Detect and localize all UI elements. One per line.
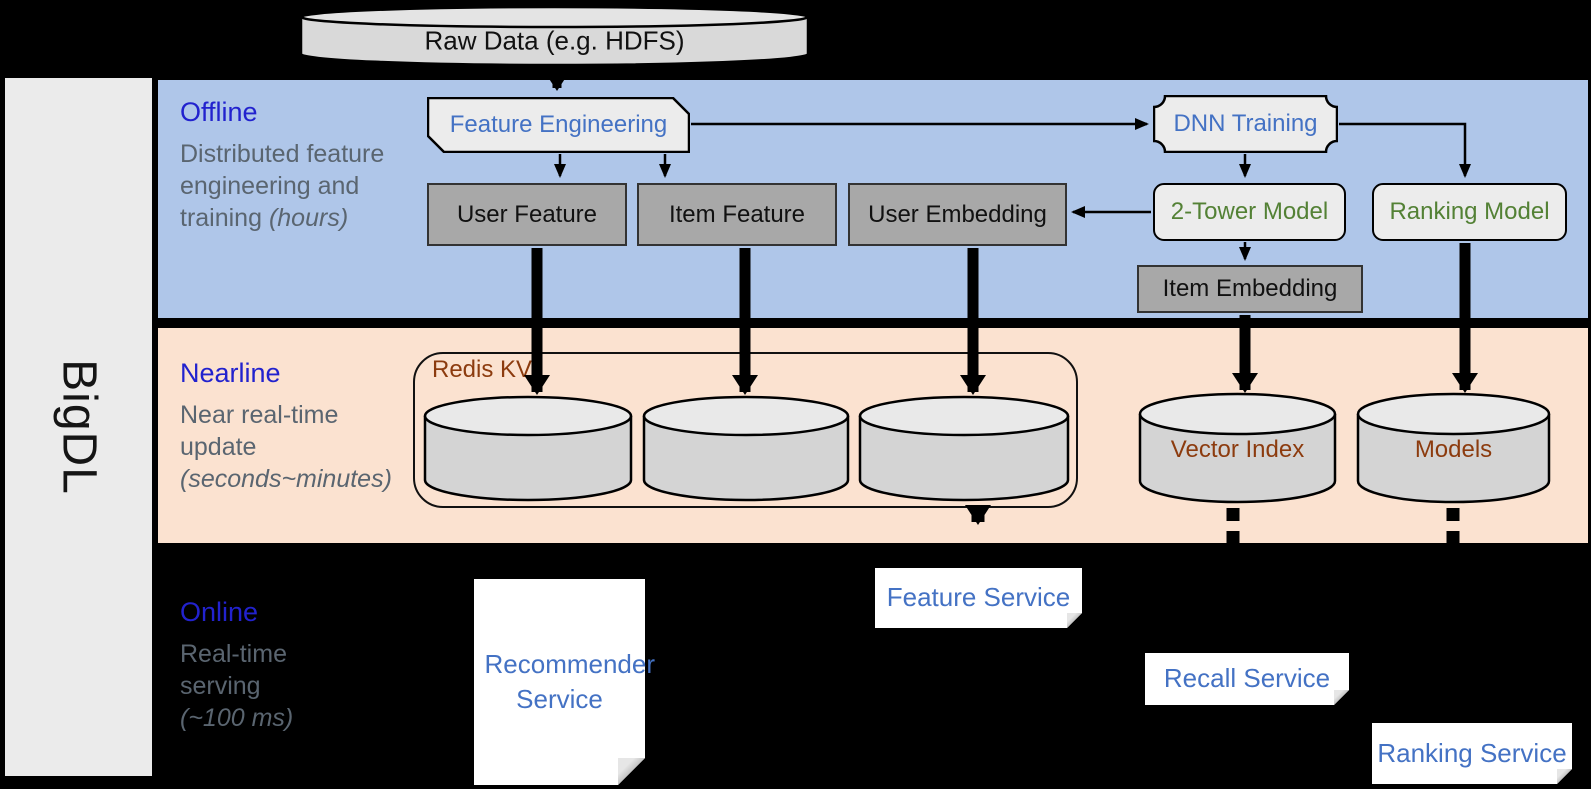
recommender-service-label: Recommender Service: [484, 648, 656, 714]
vector-index-store: Vector Index: [1138, 392, 1337, 504]
two-tower-model-node: 2-Tower Model: [1153, 183, 1346, 241]
ranking-service-label: Ranking Service: [1377, 737, 1567, 768]
offline-desc-text: Distributed feature engineering and trai…: [180, 140, 385, 232]
cylinder-icon: [299, 5, 810, 67]
redis-shard-cylinder: [423, 395, 633, 502]
cylinder-icon: [858, 395, 1070, 502]
online-desc-text: Real-time serving: [180, 640, 287, 700]
ranking-model-label: Ranking Model: [1389, 198, 1550, 225]
cylinder-icon: [642, 395, 850, 502]
feature-engineering-node: Feature Engineering: [427, 97, 690, 153]
offline-heading: Offline Distributed feature engineering …: [180, 97, 395, 234]
dnn-training-label: DNN Training: [1173, 110, 1318, 137]
offline-description: Distributed feature engineering and trai…: [180, 138, 395, 234]
models-label: Models: [1414, 436, 1493, 464]
online-title: Online: [180, 597, 259, 627]
ranking-service-node: Ranking Service: [1372, 723, 1572, 784]
cut-corner-shape: [427, 97, 690, 153]
feature-engineering-label: Feature Engineering: [449, 111, 668, 138]
raw-data-label: Raw Data (e.g. HDFS): [424, 25, 685, 56]
feature-service-label: Feature Service: [886, 582, 1071, 613]
cylinder-icon: [1356, 392, 1551, 504]
plaque-shape: [1153, 95, 1338, 153]
two-tower-model-label: 2-Tower Model: [1170, 198, 1329, 225]
online-heading: Online Real-time serving (~100 ms): [180, 597, 330, 734]
feature-service-node: Feature Service: [875, 568, 1082, 628]
ranking-model-node: Ranking Model: [1372, 183, 1567, 241]
dnn-training-node: DNN Training: [1153, 95, 1338, 153]
item-feature-node: Item Feature: [637, 183, 837, 246]
user-embedding-label: User Embedding: [868, 200, 1047, 228]
bigdl-label: BigDL: [52, 359, 105, 495]
models-store: Models: [1356, 392, 1551, 504]
cylinder-icon: [423, 395, 633, 502]
cylinder-icon: [1138, 392, 1337, 504]
nearline-description: Near real-time update (seconds~minutes): [180, 399, 400, 495]
bigdl-sidebar: BigDL: [5, 78, 152, 776]
user-embedding-node: User Embedding: [848, 183, 1067, 246]
user-feature-label: User Feature: [456, 200, 598, 228]
item-embedding-label: Item Embedding: [1162, 275, 1338, 302]
recall-service-label: Recall Service: [1163, 663, 1331, 694]
nearline-heading: Nearline Near real-time update (seconds~…: [180, 358, 400, 495]
item-feature-label: Item Feature: [668, 200, 806, 228]
redis-shard-cylinder: [642, 395, 850, 502]
online-description: Real-time serving (~100 ms): [180, 638, 330, 734]
redis-shard-cylinder: [858, 395, 1070, 502]
offline-title: Offline: [180, 97, 258, 127]
item-embedding-node: Item Embedding: [1137, 265, 1363, 313]
nearline-title: Nearline: [180, 358, 281, 388]
redis-kv-label: Redis KV: [432, 356, 533, 383]
user-feature-node: User Feature: [427, 183, 627, 246]
recall-service-node: Recall Service: [1145, 653, 1349, 705]
nearline-desc-text: Near real-time update: [180, 401, 339, 461]
offline-timing: (hours): [268, 204, 349, 232]
nearline-timing: (seconds~minutes): [180, 465, 392, 493]
online-timing: (~100 ms): [180, 704, 294, 732]
recommender-service-node: Recommender Service: [474, 579, 656, 785]
raw-data-store: Raw Data (e.g. HDFS): [299, 5, 810, 67]
vector-index-label: Vector Index: [1170, 436, 1305, 464]
